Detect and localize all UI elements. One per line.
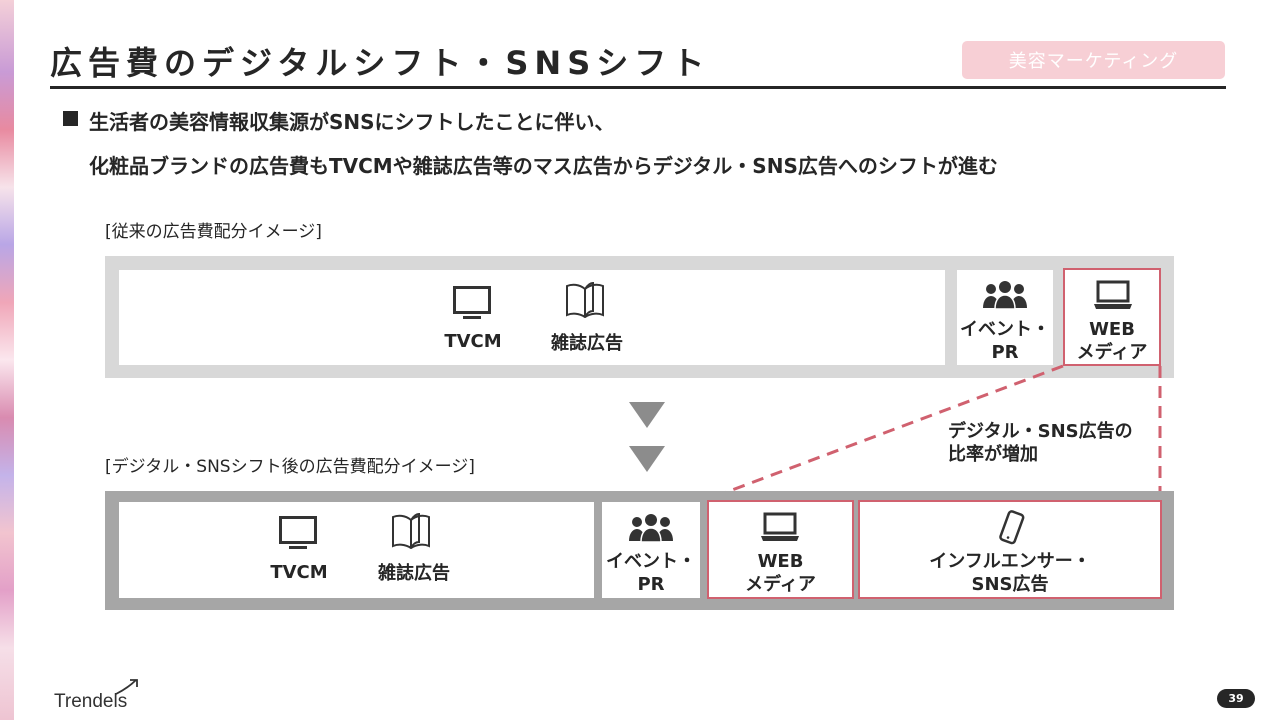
before-mass-media-box: TVCM 雑誌広告 [119,270,945,365]
before-web-label-line1: WEB [1089,319,1135,340]
after-influencer-label-line1: インフルエンサー・ [929,551,1091,572]
before-event-label-line1: イベント・ [960,319,1050,340]
after-influencer-label-line2: SNS広告 [971,574,1049,595]
tv-icon [279,516,317,549]
before-section-label: [従来の広告費配分イメージ] [105,222,322,242]
after-tvcm-label: TVCM [270,562,328,583]
trendels-logo: Trendels [54,678,144,716]
page-number: 39 [1217,689,1255,708]
slide-title: 広告費のデジタルシフト・SNSシフト [50,44,711,82]
after-web-media-box: WEB メディア [707,500,854,599]
annotation-line1: デジタル・SNS広告の [948,421,1133,442]
before-event-pr-box: イベント・ PR [957,270,1053,365]
people-group-icon [983,281,1027,310]
bullet-square-icon [63,111,78,126]
after-section-label: [デジタル・SNSシフト後の広告費配分イメージ] [105,457,475,477]
laptop-icon [1094,280,1132,309]
after-web-label-line1: WEB [757,551,804,572]
tv-icon [453,286,491,319]
after-event-label-line1: イベント・ [606,551,696,572]
svg-text:Trendels: Trendels [54,691,127,712]
after-web-label-line2: メディア [745,574,816,595]
after-event-pr-box: イベント・ PR [602,502,700,598]
after-influencer-sns-box: インフルエンサー・ SNS広告 [858,500,1162,599]
before-event-label-line2: PR [991,342,1019,363]
annotation-line2: 比率が増加 [948,444,1038,465]
annotation-text: デジタル・SNS広告の 比率が増加 [948,420,1133,466]
trendels-logo-mark: Trendels [54,679,138,712]
after-event-label-line2: PR [637,574,665,595]
before-tvcm-label: TVCM [444,331,502,352]
bullet-text-line2: 化粧品ブランドの広告費もTVCMや雑誌広告等のマス広告からデジタル・SNS広告へ… [89,154,998,178]
after-mass-media-box: TVCM 雑誌広告 [119,502,594,598]
after-magazine-label: 雑誌広告 [378,563,450,584]
title-divider [50,86,1226,89]
laptop-icon [761,512,799,541]
people-group-icon [629,514,673,543]
magazine-book-icon [392,513,430,549]
magazine-book-icon [566,282,604,318]
before-web-label-line2: メディア [1076,342,1148,363]
before-magazine-label: 雑誌広告 [551,333,623,354]
down-arrow-icon [629,446,665,472]
down-arrow-icon [629,402,665,428]
decorative-side-strip [0,0,14,720]
before-web-media-box: WEB メディア [1063,268,1161,366]
bullet-text-line1: 生活者の美容情報収集源がSNSにシフトしたことに伴い、 [89,110,615,134]
smartphone-icon [999,510,1025,545]
category-badge: 美容マーケティング [962,41,1225,79]
